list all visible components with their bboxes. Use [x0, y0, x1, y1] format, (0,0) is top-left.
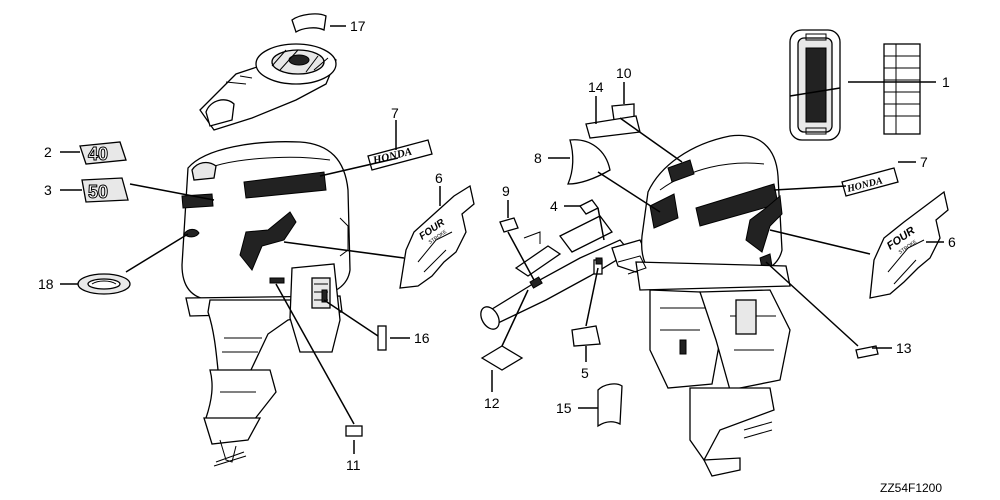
left-midsection-lines: [220, 337, 262, 393]
callout-18: 18: [38, 276, 54, 292]
right-cover-arrow-graphic: [745, 195, 783, 253]
decal-oval-inner: [87, 278, 121, 290]
tiller-grip-end: [480, 306, 500, 330]
left-lower-unit: [205, 369, 277, 421]
decal-15: [597, 383, 623, 428]
left-cover-stripe-small: [181, 193, 214, 209]
part-1-top-tab: [805, 33, 827, 41]
decal-13: [855, 345, 879, 359]
callout-8: 8: [534, 150, 542, 166]
callout-7-left: 7: [391, 105, 399, 121]
four-stroke-inner-lines-right: [887, 239, 925, 285]
drawing-code: ZZ54F1200: [880, 481, 942, 495]
tiller-lever: [523, 231, 541, 244]
decal-5: [571, 325, 601, 347]
callout-6-right: 6: [948, 234, 956, 250]
callout-14: 14: [588, 79, 604, 95]
callout-16: 16: [414, 330, 430, 346]
callout-10: 10: [616, 65, 632, 81]
callout-11: 11: [346, 457, 361, 473]
right-gearcase: [702, 457, 741, 477]
decal-50-text: 50: [88, 182, 108, 202]
decal-12: [480, 345, 524, 371]
right-transom-bracket: [699, 289, 791, 391]
right-midsection-lines: [660, 307, 776, 351]
left-cover-vent: [191, 161, 217, 181]
four-stroke-shape-left: [399, 184, 475, 289]
right-cover-stripe-top: [667, 159, 695, 183]
callout-1: 1: [942, 74, 950, 90]
callout-12: 12: [484, 395, 500, 411]
left-propeller-shaft: [213, 451, 247, 467]
callout-9: 9: [502, 183, 510, 199]
right-cover-ridge: [659, 162, 765, 191]
decal-50-plate: [81, 177, 129, 203]
decal-18-oval-emblem: [77, 273, 131, 295]
callout-6-left: 6: [435, 170, 443, 186]
decal-11-label: [345, 425, 363, 437]
right-small-label-mark: [679, 339, 687, 355]
tiller-neck: [559, 215, 613, 253]
left-tiller-stub: [339, 217, 349, 257]
four-stroke-inner-lines-left: [417, 231, 453, 273]
part-1-bottom-tab: [805, 127, 827, 135]
left-cover-arrow-graphic: [239, 211, 297, 271]
decal-9: [499, 217, 519, 233]
part-1-label-outer: [883, 43, 921, 135]
decal-oval-mark: [91, 280, 117, 285]
right-cover-stripe-side: [649, 193, 679, 229]
decal-40-text: 40: [88, 144, 108, 164]
decal-7-honda-right: HONDA: [841, 167, 899, 197]
decal-16-label: [377, 325, 387, 351]
tiller-stud-top: [595, 257, 603, 265]
decal-4: [579, 199, 599, 215]
flywheel-cover-ribs: [271, 49, 329, 73]
decal-40-plate: [79, 141, 127, 165]
flywheel-cover-assembly: [199, 43, 337, 131]
right-mount-band: [635, 261, 791, 291]
callout-13: 13: [896, 340, 912, 356]
right-propeller-shaft: [743, 421, 773, 439]
four-stroke-shape-right: [869, 190, 949, 299]
honda-plate-left: [367, 139, 433, 171]
honda-plate-right: [841, 167, 899, 197]
right-bracket-plate: [735, 299, 757, 335]
leader-lines: [60, 25, 944, 454]
callout-2: 2: [44, 144, 52, 160]
left-cover-stripe-large: [243, 171, 327, 199]
flywheel-cover-lobe: [205, 99, 235, 127]
decal-3-model-50: 50: [81, 177, 129, 203]
left-bracket-label-mark: [321, 289, 328, 303]
left-outboard-motor: [181, 141, 351, 467]
tiller-handle-assembly: [480, 215, 651, 330]
callout-3: 3: [44, 182, 52, 198]
decal-2-model-40: 40: [79, 141, 127, 165]
part-1-dark-panel: [805, 47, 827, 123]
callout-17: 17: [350, 18, 366, 34]
decal-8: [567, 139, 611, 185]
right-tiller-bracket: [617, 255, 647, 275]
part-1-label-grid: [884, 44, 920, 134]
flywheel-cover-details: [225, 75, 253, 85]
callout-labels: 17 2 3 18 7 6 16 11 1 7 6 13 10 14 8 4 9…: [38, 18, 956, 473]
left-small-label-mark: [269, 277, 285, 284]
decal-7-honda-left: HONDA: [367, 139, 433, 171]
left-gearcase: [203, 417, 262, 445]
right-outboard-motor: [617, 134, 791, 477]
part-1-label: [883, 43, 921, 135]
callout-4: 4: [550, 198, 558, 214]
part-1-bracket: [789, 29, 841, 141]
callout-15: 15: [556, 400, 572, 416]
left-midsection: [207, 299, 301, 373]
tiller-throttle-section: [514, 245, 562, 277]
decal-17-curved-strip: [291, 13, 327, 34]
right-lower-unit: [689, 387, 775, 462]
callout-7-right: 7: [920, 154, 928, 170]
callout-5: 5: [581, 365, 589, 381]
decal-6-four-stroke-right: FOUR STROKE: [869, 190, 949, 299]
decal-6-four-stroke-left: FOUR STROKE: [399, 184, 475, 289]
